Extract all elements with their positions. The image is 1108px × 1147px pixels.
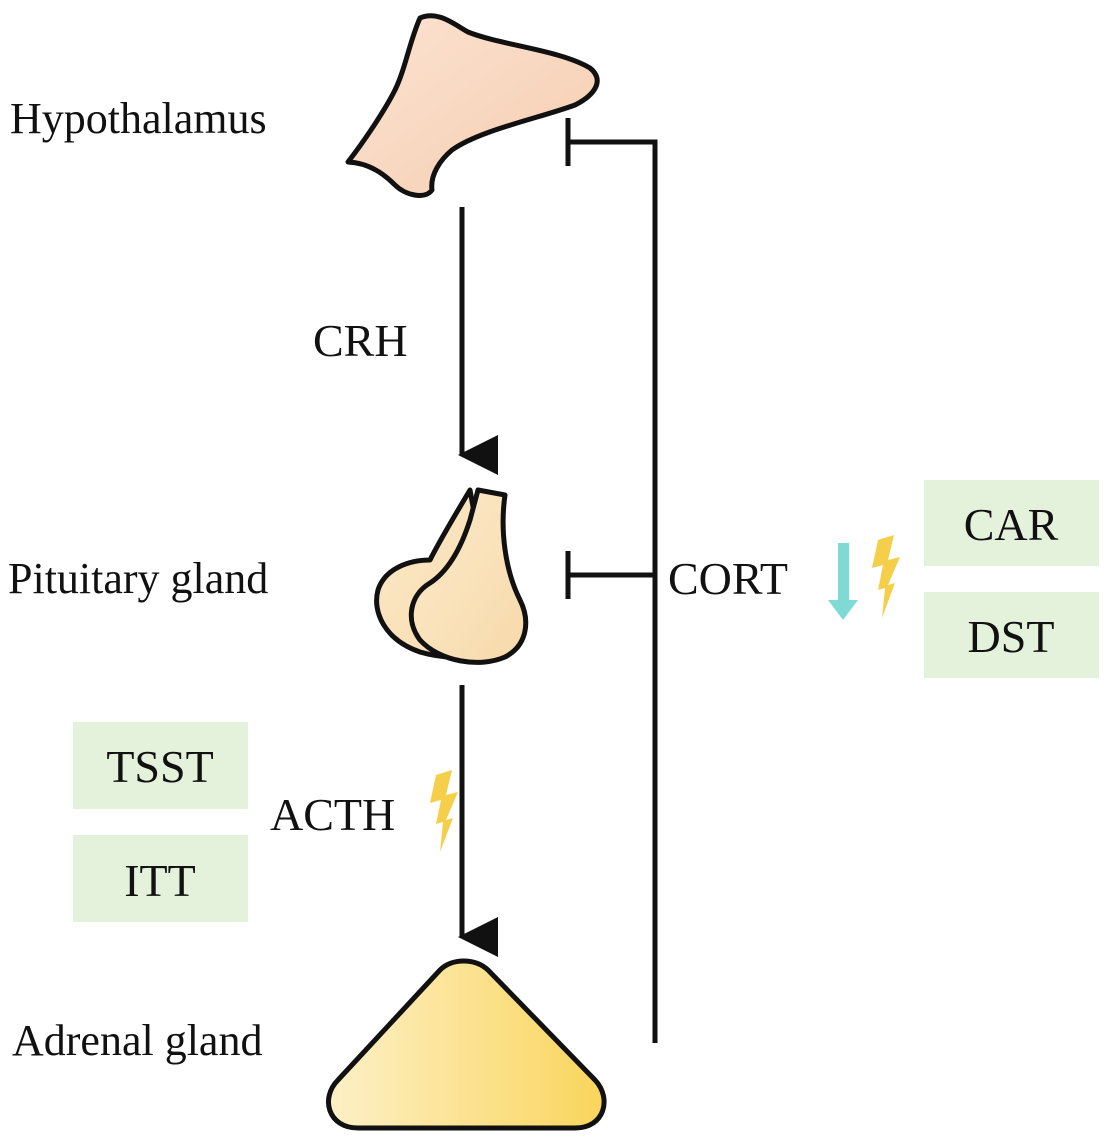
- pituitary-label: Pituitary gland: [8, 554, 268, 603]
- test-box-itt: ITT: [73, 835, 248, 922]
- cort-lightning-bolt-icon: [872, 535, 900, 618]
- test-box-car-label: CAR: [964, 499, 1059, 550]
- acth-label: ACTH: [270, 789, 395, 840]
- cort-label-backdrop: [664, 545, 814, 605]
- test-box-itt-label: ITT: [124, 855, 196, 906]
- crh-label: CRH: [313, 315, 408, 366]
- test-box-dst-label: DST: [968, 611, 1055, 662]
- cort-feedback-lines: [565, 118, 658, 1043]
- test-box-tsst: TSST: [73, 722, 248, 809]
- down-arrow-icon: [828, 543, 858, 620]
- test-box-tsst-label: TSST: [106, 741, 213, 792]
- cort-label: CORT: [668, 553, 788, 604]
- adrenal-label: Adrenal gland: [12, 1016, 262, 1065]
- hypothalamus-label: Hypothalamus: [10, 94, 267, 143]
- adrenal-shape: [326, 958, 607, 1131]
- test-box-car: CAR: [924, 480, 1099, 566]
- acth-lightning-bolt-icon: [430, 770, 458, 852]
- test-box-dst: DST: [924, 592, 1099, 678]
- pituitary-shape: [374, 487, 529, 665]
- hypothalamus-shape: [345, 13, 600, 198]
